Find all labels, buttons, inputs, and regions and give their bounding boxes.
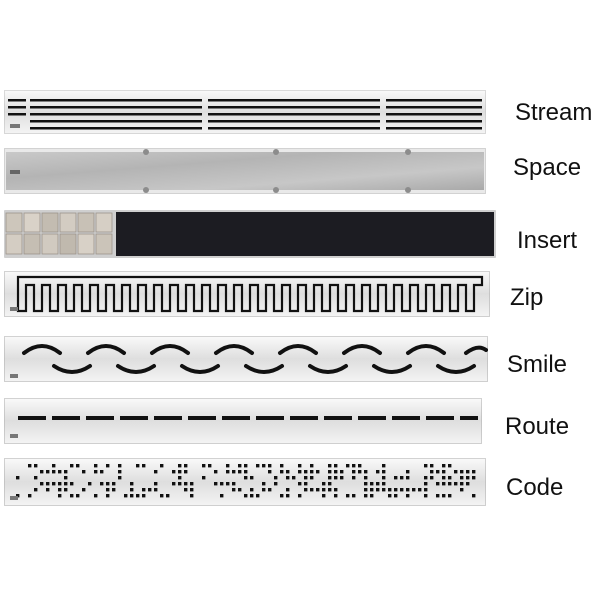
brand-logo [10,124,20,128]
grate-smile-image [4,336,488,382]
grate-insert-image [4,210,496,258]
grate-space-image [4,148,486,194]
product-label-space: Space [513,154,582,181]
product-label-route: Route [505,413,570,440]
grate-code-image [4,458,486,506]
product-label-stream: Stream [515,99,593,126]
grate-zip [4,271,490,317]
product-label-smile: Smile [507,351,568,378]
grate-code [4,458,486,506]
grate-stream [4,90,486,134]
grate-route [4,398,482,444]
product-label-code: Code [506,474,564,501]
product-label-zip: Zip [510,284,544,311]
product-label-insert: Insert [517,227,578,254]
grate-smile [4,336,488,382]
grate-insert [4,210,496,258]
grate-route-image [4,398,482,444]
grate-stream-image [4,90,486,134]
grate-zip-image [4,271,490,317]
grate-space [4,148,486,194]
